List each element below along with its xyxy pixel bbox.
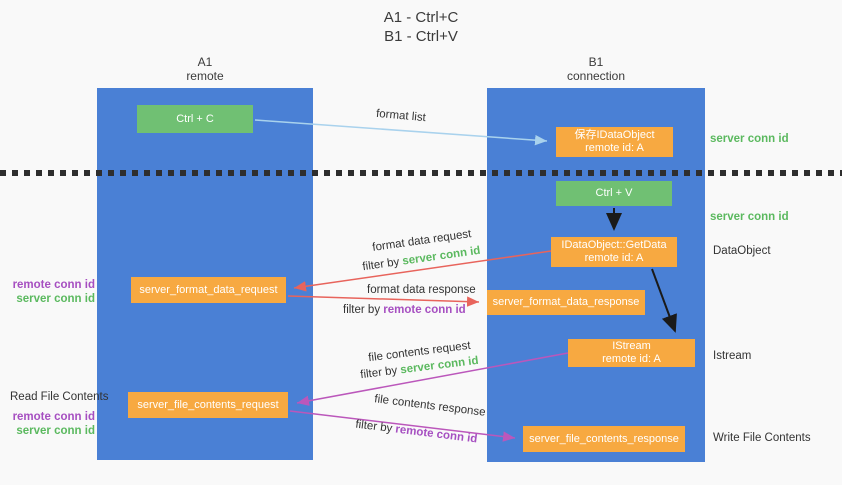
filter-prefix: filter by [359, 364, 402, 382]
getdata-line1: IDataObject::GetData [561, 239, 667, 251]
format-data-response-arrow [287, 295, 480, 307]
column-b1-header: B1 connection [487, 55, 705, 83]
read-file-contents-annotation: Read File Contents [10, 391, 109, 403]
column-a1-id: A1 [197, 55, 213, 69]
column-a1-header: A1 remote [97, 55, 313, 83]
column-b1-id: B1 [588, 55, 604, 69]
diagram-title: A1 - Ctrl+C B1 - Ctrl+V [0, 8, 842, 46]
server-format-data-response-box: server_format_data_response [487, 290, 645, 315]
istream-line1: IStream [612, 340, 651, 352]
title-line-2: B1 - Ctrl+V [384, 28, 458, 45]
save-idataobject-line2: remote id: A [585, 142, 644, 154]
save-idataobject-box: 保存IDataObject remote id: A [556, 127, 673, 157]
server-file-contents-response-label: server_file_contents_response [529, 432, 679, 445]
remote-conn-id-annotation-1: remote conn id [12, 279, 95, 291]
format-data-response-label: format data response [367, 284, 476, 296]
filter-by-remote-conn-id-label-1: filter by remote conn id [343, 304, 466, 316]
server-file-contents-response-box: server_file_contents_response [523, 426, 685, 452]
ctrl-v-label: Ctrl + V [595, 187, 633, 199]
remote-conn-id-text: remote conn id [394, 423, 478, 446]
server-conn-id-annotation-mid: server conn id [710, 211, 789, 223]
istream-box: IStream remote id: A [568, 339, 695, 367]
getdata-line2: remote id: A [584, 252, 644, 264]
remote-conn-id-text: remote conn id [383, 304, 466, 316]
filter-prefix: filter by [354, 418, 397, 436]
filter-prefix: filter by [343, 304, 384, 316]
istream-line2: remote id: A [602, 353, 661, 365]
ctrl-c-box: Ctrl + C [137, 105, 253, 133]
server-file-contents-request-box: server_file_contents_request [128, 392, 288, 418]
file-contents-response-label: file contents response [373, 393, 487, 419]
write-file-contents-annotation: Write File Contents [713, 432, 811, 444]
server-file-contents-request-label: server_file_contents_request [137, 398, 279, 411]
server-conn-id-annotation-top: server conn id [710, 133, 789, 145]
save-idataobject-line1: 保存IDataObject [574, 129, 655, 141]
format-list-label: format list [375, 107, 427, 125]
column-a1-subtitle: remote [186, 69, 224, 83]
server-format-data-request-box: server_format_data_request [131, 277, 286, 303]
filter-by-remote-conn-id-label-2: filter by remote conn id [355, 419, 478, 446]
idataobject-getdata-box: IDataObject::GetData remote id: A [551, 237, 677, 267]
ctrl-c-label: Ctrl + C [176, 112, 214, 125]
dashed-separator-line [0, 170, 842, 176]
server-format-data-request-label: server_format_data_request [139, 283, 278, 296]
title-line-1: A1 - Ctrl+C [383, 9, 459, 26]
dataobject-annotation: DataObject [713, 245, 771, 257]
remote-conn-id-annotation-2: remote conn id [12, 411, 95, 423]
istream-annotation: Istream [713, 350, 752, 362]
server-format-data-response-label: server_format_data_response [492, 296, 640, 308]
server-conn-id-annotation-2: server conn id [16, 425, 95, 437]
filter-prefix: filter by [361, 255, 404, 274]
server-conn-id-annotation-1: server conn id [16, 293, 95, 305]
column-b1-subtitle: connection [566, 69, 626, 83]
ctrl-v-box: Ctrl + V [556, 181, 672, 206]
